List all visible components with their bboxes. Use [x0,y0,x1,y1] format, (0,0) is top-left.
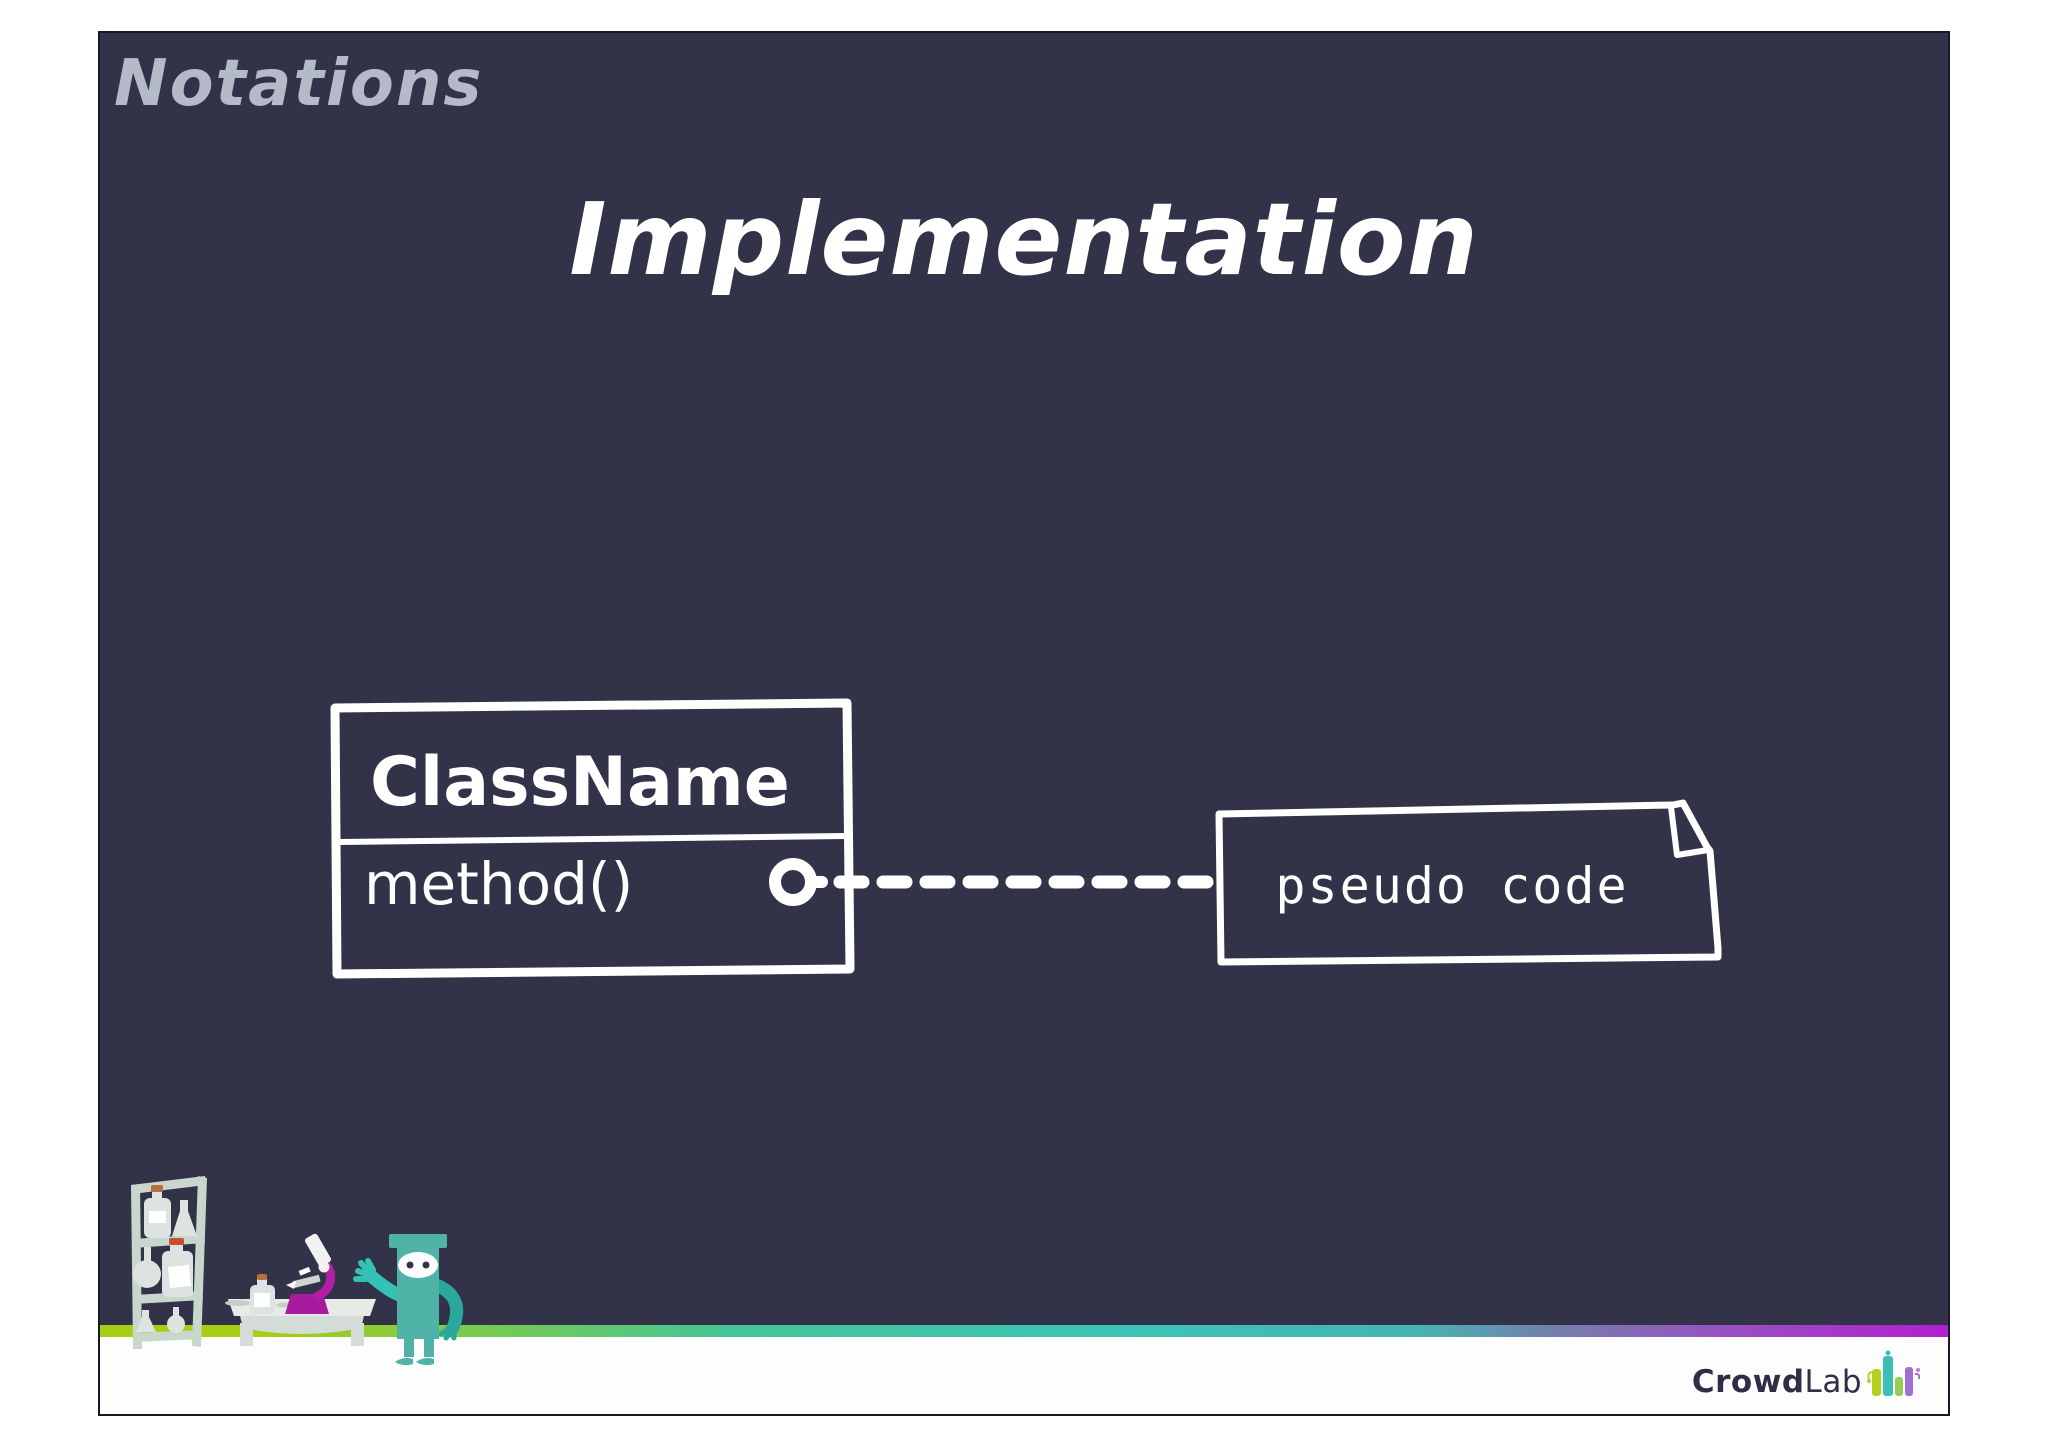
big-jar-neck [170,1244,183,1253]
class-name-label: ClassName [370,743,790,822]
class-box-border [330,698,855,979]
table-leg-left [240,1323,253,1346]
logo-dot-teal [1885,1350,1891,1356]
note-border [1215,799,1722,966]
logo-flask-hook-right [1914,1372,1921,1380]
character-eye-right [422,1261,430,1269]
jar-label [149,1211,166,1223]
table-apron [240,1316,364,1334]
microscope-slide-bit [286,1281,296,1289]
cork-icon [151,1185,163,1192]
table-bottle-label [254,1293,270,1307]
lollipop-connector-icon [769,858,817,906]
character-waving-hand [353,1258,376,1282]
small-round-flask-neck [173,1307,179,1316]
small-round-flask-icon [167,1315,185,1333]
lab-shelf-illustration [131,1176,207,1349]
uml-note-box: pseudo code [1215,799,1722,966]
table-leg-right [351,1323,364,1346]
microscope-clip [298,1266,311,1276]
microscope-knob [318,1261,330,1273]
table-bottle-neck [257,1279,267,1287]
slide-title: Implementation [569,181,1479,298]
round-flask-icon [133,1260,161,1288]
character-eye-left [406,1261,414,1269]
microscope-eyepiece [305,1233,331,1267]
slide-header-label: Notations [114,47,484,121]
logo-tube-teal [1883,1356,1893,1396]
character-face [398,1252,438,1278]
conical-flask-icon [172,1200,197,1236]
microscope-icon [285,1233,336,1314]
character-foot-left [395,1358,413,1366]
dish-icon [225,1300,251,1306]
table-bottle-cork [257,1274,267,1280]
character-leg-right [424,1333,434,1357]
note-fold-icon [1668,806,1709,858]
logo-dot-lime [1867,1379,1871,1383]
microscope-stage [292,1274,321,1289]
mascot-character [353,1234,464,1366]
character-foot-right [416,1358,434,1366]
gradient-stripe [100,1325,1948,1338]
class-box-divider [336,833,849,845]
shelf-right-rail [192,1176,207,1347]
jar-neck [152,1191,162,1200]
logo-flask-hook [1867,1371,1873,1380]
shelf-board-top [131,1176,206,1194]
big-jar-label [168,1265,191,1288]
lab-table-illustration [225,1233,376,1346]
flask-neck [144,1247,151,1261]
class-method-label: method() [364,850,633,918]
character-leg-left [404,1333,414,1357]
realization-connector [769,858,1215,906]
logo-text-bold: Crowd [1691,1364,1805,1400]
logo-tube-lime [1872,1369,1881,1396]
note-label: pseudo code [1275,857,1628,915]
presentation-slide: Notations Implementation Clas [98,31,1950,1416]
logo-tube-purple [1905,1367,1913,1396]
logo-flasks-icon [1867,1350,1921,1396]
small-flask-icon [136,1310,156,1332]
character-hanging-arm [429,1278,464,1338]
logo-text-light: Lab [1804,1364,1862,1400]
logo-wordmark: CrowdLab [1692,1367,1862,1398]
logo-tube-green [1895,1377,1903,1396]
footer-bar [100,1337,1948,1414]
character-hanging-hand [438,1326,457,1341]
cork-red-icon [169,1238,184,1245]
crowdlab-logo: CrowdLab [1692,1350,1922,1398]
shelf-board-bottom [134,1330,201,1342]
uml-class-box: ClassName method() [330,698,855,979]
character-cap [389,1234,447,1248]
slide-artwork: ClassName method() pseudo code [100,698,1948,1414]
logo-dot-pink [1916,1368,1920,1372]
character-waving-arm [363,1268,406,1302]
